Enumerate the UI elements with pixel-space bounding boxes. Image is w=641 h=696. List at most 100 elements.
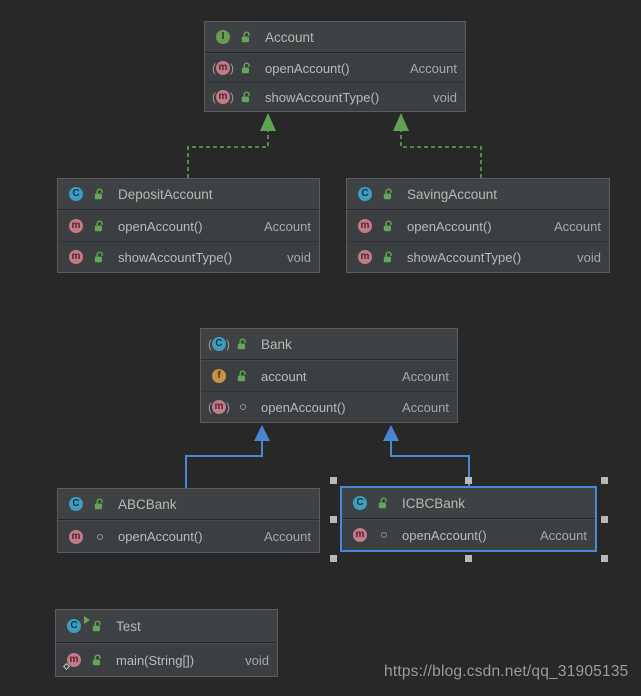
class-header[interactable]: C Test (56, 610, 277, 643)
member-return-type: Account (264, 529, 311, 544)
class-icon: C (348, 496, 372, 510)
member-row[interactable]: m openAccount() Account (201, 391, 457, 422)
method-icon: m (348, 528, 372, 542)
method-icon: m (353, 219, 377, 233)
class-name: ABCBank (118, 496, 177, 512)
selection-handle-bottom-right[interactable] (601, 555, 608, 562)
class-name: SavingAccount (407, 186, 498, 202)
public-visibility-icon (92, 220, 107, 232)
selection-handle-top-right[interactable] (601, 477, 608, 484)
selection-handle-bottom-middle[interactable] (465, 555, 472, 562)
class-header[interactable]: I Account (205, 22, 465, 53)
public-visibility-icon (381, 220, 396, 232)
package-visibility-icon (92, 533, 107, 540)
selection-handle-middle-right[interactable] (601, 516, 608, 523)
member-name: openAccount() (261, 399, 346, 415)
abstract-method-icon: m (211, 90, 235, 104)
abstract-method-icon: m (211, 61, 235, 75)
class-icon: C (64, 497, 88, 511)
member-return-type: Account (410, 60, 457, 76)
static-method-icon: m (62, 653, 86, 671)
member-return-type: void (577, 249, 601, 265)
abstract-class-icon: C (207, 337, 231, 351)
watermark: https://blog.csdn.net/qq_31905135 (384, 663, 629, 680)
generalization-edge-icbcbank-to-bank[interactable] (383, 425, 470, 486)
class-name: Account (265, 29, 314, 45)
public-visibility-icon (235, 370, 250, 382)
class-header[interactable]: C Bank (201, 329, 457, 360)
member-row[interactable]: m showAccountType() void (347, 241, 609, 272)
member-name: showAccountType() (265, 89, 380, 105)
field-row[interactable]: f account Account (201, 360, 457, 391)
class-node-saving-account[interactable]: C SavingAccount m openAccount() Account … (346, 178, 610, 273)
selection-handle-top-left[interactable] (330, 477, 337, 484)
public-visibility-icon (92, 251, 107, 263)
public-visibility-icon (239, 62, 254, 74)
class-node-bank[interactable]: C Bank f account Account m openAccount()… (200, 328, 458, 423)
generalization-edge-abcbank-to-bank[interactable] (185, 425, 270, 488)
member-row[interactable]: m openAccount() Account (58, 210, 319, 241)
member-row[interactable]: m main(String[]) void (56, 643, 277, 676)
public-visibility-icon (381, 251, 396, 263)
runnable-class-icon: C (62, 616, 90, 633)
class-node-deposit-account[interactable]: C DepositAccount m openAccount() Account… (57, 178, 320, 273)
member-name: showAccountType() (118, 249, 233, 265)
member-return-type: Account (540, 527, 587, 543)
class-name: DepositAccount (118, 186, 213, 202)
public-visibility-icon (235, 338, 250, 350)
public-visibility-icon (376, 497, 391, 509)
member-name: account (261, 368, 307, 384)
class-name: Test (116, 618, 141, 634)
member-name: showAccountType() (407, 249, 522, 265)
public-visibility-icon (239, 91, 254, 103)
member-return-type: Account (402, 399, 449, 415)
member-return-type: void (245, 652, 269, 668)
class-node-icbcbank[interactable]: C ICBCBank m openAccount() Account (340, 486, 597, 552)
public-visibility-icon (90, 654, 105, 666)
class-header[interactable]: C SavingAccount (347, 179, 609, 210)
selection-handle-middle-left[interactable] (330, 516, 337, 523)
member-row[interactable]: m openAccount() Account (342, 519, 595, 550)
class-header[interactable]: C ICBCBank (342, 488, 595, 519)
member-return-type: void (287, 249, 311, 265)
member-name: openAccount() (265, 60, 350, 76)
member-row[interactable]: m showAccountType() void (58, 241, 319, 272)
class-header[interactable]: C ABCBank (58, 489, 319, 520)
member-row[interactable]: m openAccount() Account (347, 210, 609, 241)
selection-handle-top-middle[interactable] (465, 477, 472, 484)
public-visibility-icon (381, 188, 396, 200)
member-name: openAccount() (118, 529, 203, 544)
interface-icon: I (211, 30, 235, 44)
member-return-type: Account (402, 368, 449, 384)
member-return-type: Account (264, 218, 311, 234)
class-name: Bank (261, 336, 292, 352)
member-row[interactable]: m openAccount() Account (58, 520, 319, 552)
realization-edge-deposit-account-to-account[interactable] (187, 113, 276, 178)
public-visibility-icon (92, 188, 107, 200)
realization-edge-saving-account-to-account[interactable] (393, 113, 482, 178)
member-row[interactable]: m openAccount() Account (205, 53, 465, 82)
method-icon: m (64, 219, 88, 233)
class-node-account[interactable]: I Account m openAccount() Account m show… (204, 21, 466, 112)
public-visibility-icon (92, 498, 107, 510)
class-node-abcbank[interactable]: C ABCBank m openAccount() Account (57, 488, 320, 553)
method-icon: m (353, 250, 377, 264)
field-icon: f (207, 369, 231, 383)
package-visibility-icon (235, 404, 250, 410)
run-marker-icon (84, 616, 90, 624)
member-name: main(String[]) (116, 652, 195, 668)
method-icon: m (64, 250, 88, 264)
class-node-test[interactable]: C Test m main(String[]) void (55, 609, 278, 677)
static-marker-icon (62, 662, 71, 671)
member-return-type: void (433, 89, 457, 105)
selection-handle-bottom-left[interactable] (330, 555, 337, 562)
member-return-type: Account (554, 218, 601, 234)
member-row[interactable]: m showAccountType() void (205, 82, 465, 111)
member-name: openAccount() (402, 527, 487, 543)
class-header[interactable]: C DepositAccount (58, 179, 319, 210)
class-name: ICBCBank (402, 495, 466, 511)
member-name: openAccount() (407, 218, 492, 234)
abstract-method-icon: m (207, 400, 231, 414)
package-visibility-icon (376, 532, 391, 538)
